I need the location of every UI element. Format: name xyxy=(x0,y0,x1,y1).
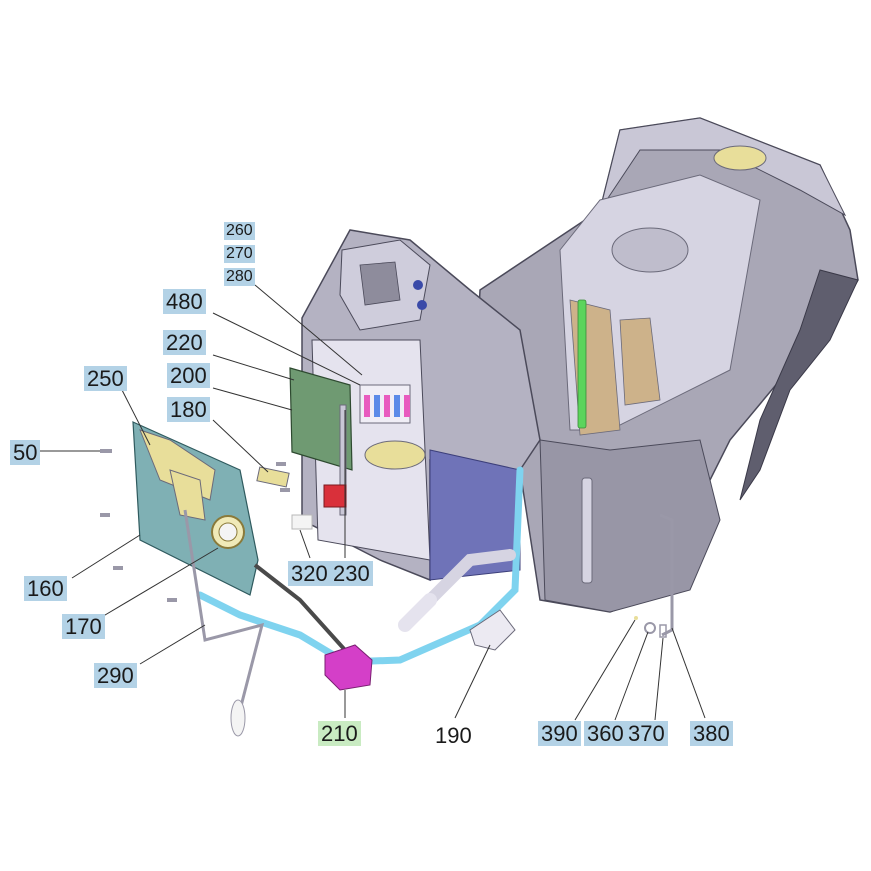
screw-390 xyxy=(634,616,638,620)
callout-480: 480 xyxy=(163,289,206,314)
main-housing xyxy=(477,117,859,613)
callout-320: 320 xyxy=(288,561,331,586)
bracket-230 xyxy=(339,404,347,516)
washer-360 xyxy=(644,622,656,634)
clip-370 xyxy=(659,624,667,638)
callout-170: 170 xyxy=(62,614,105,639)
side-panel xyxy=(132,421,259,596)
terminal-block xyxy=(364,395,410,417)
callout-220: 220 xyxy=(163,330,206,355)
callout-260: 260 xyxy=(224,222,255,240)
red-connector xyxy=(323,484,347,508)
callout-50: 50 xyxy=(10,440,41,465)
callout-230: 230 xyxy=(330,561,373,586)
callout-280: 280 xyxy=(224,268,255,286)
callout-390: 390 xyxy=(538,721,581,746)
callout-200: 200 xyxy=(167,363,210,388)
float-290 xyxy=(230,699,246,737)
callout-360: 360 xyxy=(584,721,627,746)
yellow-plate-180 xyxy=(256,466,290,488)
callout-290: 290 xyxy=(94,663,137,688)
pump-210 xyxy=(324,644,373,691)
callout-270: 270 xyxy=(224,245,255,263)
callout-370: 370 xyxy=(625,721,668,746)
valve-190 xyxy=(469,609,516,651)
leader-lines xyxy=(40,284,706,721)
label-sticker-320 xyxy=(291,514,313,530)
circuit-board xyxy=(289,367,353,471)
callout-180: 180 xyxy=(167,397,210,422)
callout-190: 190 xyxy=(435,723,472,748)
hoses xyxy=(196,466,524,666)
callout-380: 380 xyxy=(690,721,733,746)
rod-290 xyxy=(183,509,265,711)
rod-380 xyxy=(659,513,674,637)
callout-160: 160 xyxy=(24,576,67,601)
screws-50 xyxy=(100,449,290,602)
callout-250: 250 xyxy=(84,366,127,391)
callout-210: 210 xyxy=(318,721,361,746)
